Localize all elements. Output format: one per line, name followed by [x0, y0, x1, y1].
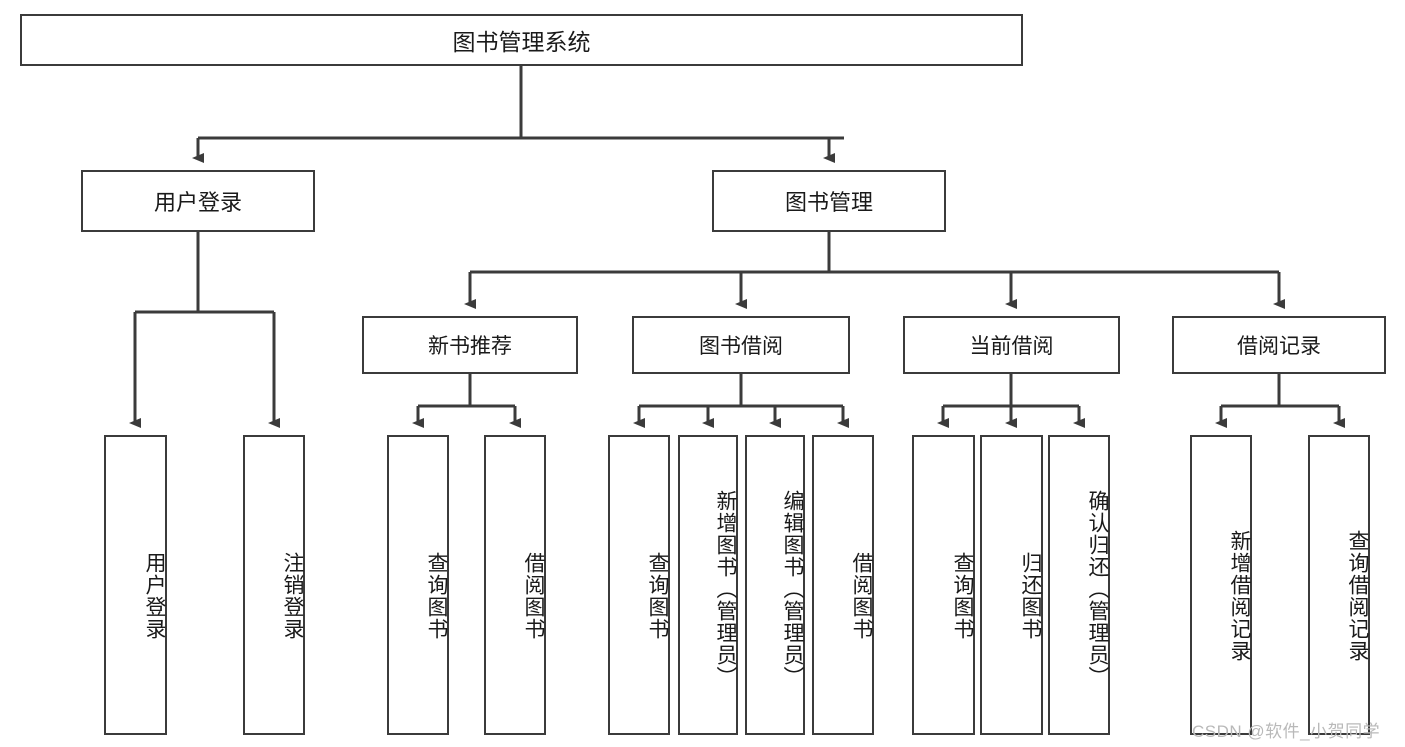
- leaf-nb-borrow-book[interactable]: 借阅图书: [484, 435, 546, 735]
- node-new-book-recommend-label: 新书推荐: [428, 335, 512, 358]
- leaf-bb-add-book-admin[interactable]: 新增图书（管理员）: [678, 435, 738, 735]
- node-current-borrow-label: 当前借阅: [969, 335, 1054, 358]
- leaf-bb-edit-book-admin-label: 编辑图书（管理员）: [781, 490, 804, 688]
- leaf-logout[interactable]: 注销登录: [243, 435, 305, 735]
- leaf-bb-edit-book-admin[interactable]: 编辑图书（管理员）: [745, 435, 805, 735]
- leaf-bb-borrow-book[interactable]: 借阅图书: [812, 435, 874, 735]
- node-book-management-label: 图书管理: [784, 190, 873, 215]
- leaf-bb-add-book-admin-label: 新增图书（管理员）: [714, 490, 737, 688]
- leaf-cb-return-book[interactable]: 归还图书: [980, 435, 1043, 735]
- leaf-br-add-record[interactable]: 新增借阅记录: [1190, 435, 1252, 735]
- node-root-label: 图书管理系统: [452, 29, 591, 55]
- node-borrow-record[interactable]: 借阅记录: [1172, 316, 1386, 374]
- leaf-cb-confirm-return-admin-label: 确认归还（管理员）: [1086, 490, 1109, 688]
- leaf-cb-confirm-return-admin[interactable]: 确认归还（管理员）: [1048, 435, 1110, 735]
- node-book-borrow-label: 图书借阅: [699, 335, 783, 358]
- leaf-nb-borrow-book-label: 借阅图书: [522, 552, 545, 640]
- leaf-cb-query-book-label: 查询图书: [951, 552, 974, 640]
- watermark: CSDN @软件_小贺同学: [1192, 722, 1381, 741]
- leaf-cb-query-book[interactable]: 查询图书: [912, 435, 975, 735]
- node-user-login-label: 用户登录: [153, 190, 242, 215]
- node-current-borrow[interactable]: 当前借阅: [903, 316, 1120, 374]
- leaf-br-query-record-label: 查询借阅记录: [1346, 530, 1369, 662]
- leaf-user-login[interactable]: 用户登录: [104, 435, 167, 735]
- leaf-nb-query-book[interactable]: 查询图书: [387, 435, 449, 735]
- leaf-bb-query-book[interactable]: 查询图书: [608, 435, 670, 735]
- node-book-management[interactable]: 图书管理: [712, 170, 946, 232]
- node-root[interactable]: 图书管理系统: [20, 14, 1023, 66]
- node-user-login[interactable]: 用户登录: [81, 170, 315, 232]
- leaf-user-login-label: 用户登录: [143, 552, 166, 640]
- leaf-bb-query-book-label: 查询图书: [646, 552, 669, 640]
- node-book-borrow[interactable]: 图书借阅: [632, 316, 850, 374]
- leaf-logout-label: 注销登录: [281, 552, 304, 640]
- node-borrow-record-label: 借阅记录: [1237, 335, 1321, 358]
- leaf-cb-return-book-label: 归还图书: [1019, 552, 1042, 640]
- leaf-bb-borrow-book-label: 借阅图书: [850, 552, 873, 640]
- leaf-br-query-record[interactable]: 查询借阅记录: [1308, 435, 1370, 735]
- node-new-book-recommend[interactable]: 新书推荐: [362, 316, 578, 374]
- leaf-nb-query-book-label: 查询图书: [425, 552, 448, 640]
- leaf-br-add-record-label: 新增借阅记录: [1228, 530, 1251, 662]
